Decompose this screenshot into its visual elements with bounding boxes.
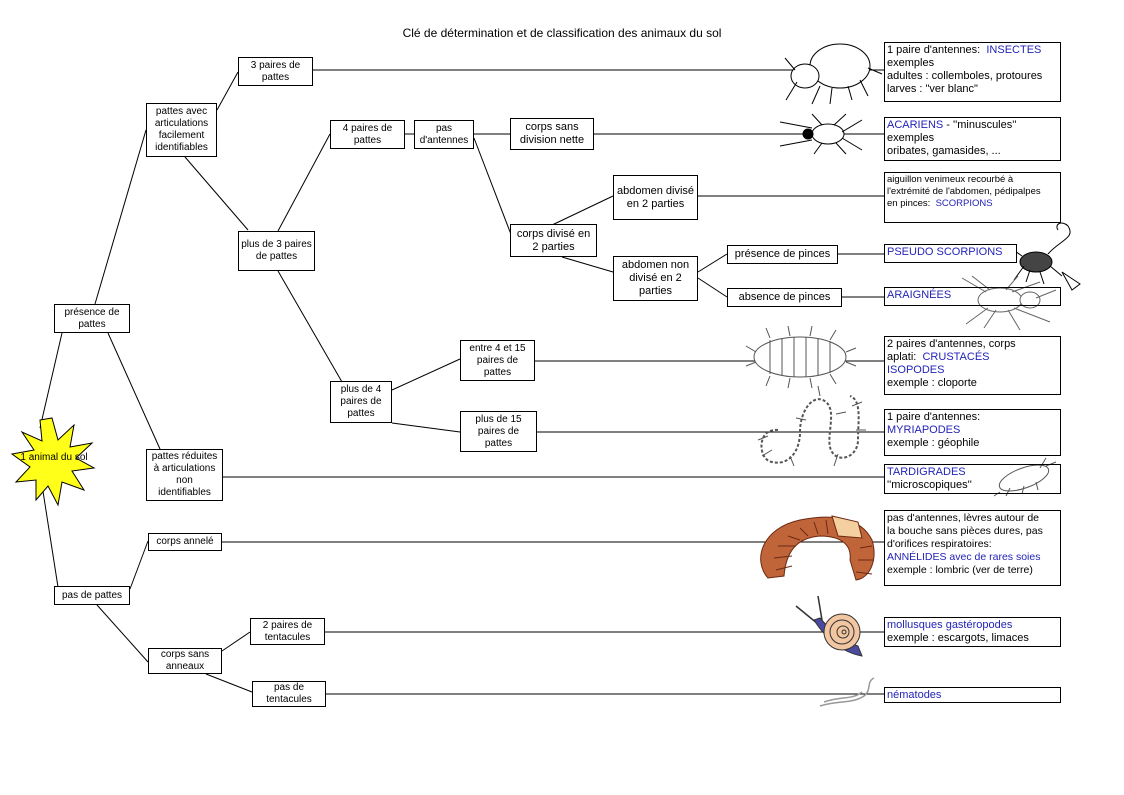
result-myriapodes[interactable]: 1 paire d'antennes: MYRIAPODES exemple :… [884, 409, 1061, 456]
result-insectes[interactable]: 1 paire d'antennes: INSECTES exemples ad… [884, 42, 1061, 102]
result-annelides[interactable]: pas d'antennes, lèvres autour de la bouc… [884, 510, 1061, 586]
node-plus-de-4[interactable]: plus de 4 paires de pattes [330, 381, 392, 423]
taxon-myriapodes: MYRIAPODES [887, 424, 961, 436]
node-abdomen-non-divise[interactable]: abdomen non divisé en 2 parties [613, 256, 698, 301]
node-pas-de-tentacules[interactable]: pas de tentacules [252, 681, 326, 707]
node-corps-sans-division[interactable]: corps sans division nette [510, 118, 594, 150]
mite-icon [779, 113, 864, 155]
result-mollusques[interactable]: mollusques gastéropodes exemple : escarg… [884, 617, 1061, 647]
taxon-acariens: ACARIENS [887, 119, 944, 131]
collembola-icon [784, 43, 883, 105]
result-pseudo-scorpions[interactable]: PSEUDO SCORPIONS [884, 244, 1017, 263]
node-presence-pinces[interactable]: présence de pinces [727, 245, 838, 264]
taxon-nematodes: nématodes [887, 689, 942, 701]
result-crustaces[interactable]: 2 paires d'antennes, corps aplati: CRUST… [884, 336, 1061, 395]
centipede-icon [757, 385, 866, 467]
node-presence-pattes[interactable]: présence de pattes [54, 304, 130, 333]
node-quatre-paires[interactable]: 4 paires de pattes [330, 120, 405, 149]
node-pattes-articulees[interactable]: pattes avec articulations facilement ide… [146, 103, 217, 157]
result-acariens[interactable]: ACARIENS - ''minuscules'' exemples oriba… [884, 117, 1061, 161]
start-node: 1 animal du sol [20, 452, 88, 463]
taxon-scorpions: SCORPIONS [935, 198, 993, 209]
taxon-annelides: ANNÉLIDES avec de rares soies [887, 551, 1041, 563]
node-plus-de-15[interactable]: plus de 15 paires de pattes [460, 411, 537, 452]
earthworm-icon [760, 515, 875, 581]
page-title: Clé de détermination et de classificatio… [402, 26, 722, 40]
node-pas-antennes[interactable]: pas d'antennes [414, 120, 474, 149]
node-entre-4-et-15[interactable]: entre 4 et 15 paires de pattes [460, 340, 535, 381]
tardigrade-icon [993, 457, 1057, 497]
node-plus-de-3[interactable]: plus de 3 paires de pattes [238, 231, 315, 271]
result-tardigrades[interactable]: TARDIGRADES ''microscopiques'' [884, 464, 1061, 494]
taxon-crustaces: CRUSTACÉS [922, 351, 990, 363]
node-trois-paires[interactable]: 3 paires de pattes [238, 57, 313, 86]
taxon-mollusques: mollusques gastéropodes [887, 619, 1013, 631]
node-deux-paires-tentacules[interactable]: 2 paires de tentacules [250, 618, 325, 645]
isopod-icon [745, 325, 857, 389]
node-corps-sans-anneaux[interactable]: corps sans anneaux [148, 648, 222, 674]
nematode-icon [819, 677, 875, 707]
starburst-icon [10, 417, 96, 507]
node-abdomen-divise[interactable]: abdomen divisé en 2 parties [613, 175, 698, 220]
result-scorpions[interactable]: aiguillon venimeux recourbé à l'extrémit… [884, 172, 1061, 223]
node-corps-annele[interactable]: corps annelé [148, 533, 222, 551]
taxon-pseudo-scorpions: PSEUDO SCORPIONS [887, 246, 1003, 258]
taxon-tardigrades: TARDIGRADES [887, 466, 966, 478]
result-nematodes[interactable]: nématodes [884, 687, 1061, 703]
taxon-insectes: INSECTES [986, 44, 1042, 56]
node-pas-de-pattes[interactable]: pas de pattes [54, 586, 130, 605]
node-corps-divise[interactable]: corps divisé en 2 parties [510, 224, 597, 257]
taxon-isopodes: ISOPODES [887, 364, 945, 376]
scorpion-icon [1007, 222, 1081, 291]
spider-icon [961, 275, 1057, 331]
node-absence-pinces[interactable]: absence de pinces [727, 288, 842, 307]
node-pattes-reduites[interactable]: pattes réduites à articulations non iden… [146, 449, 223, 501]
taxon-araignees: ARAIGNÉES [887, 289, 952, 301]
result-araignees[interactable]: ARAIGNÉES [884, 287, 1061, 306]
snail-icon [795, 595, 863, 657]
